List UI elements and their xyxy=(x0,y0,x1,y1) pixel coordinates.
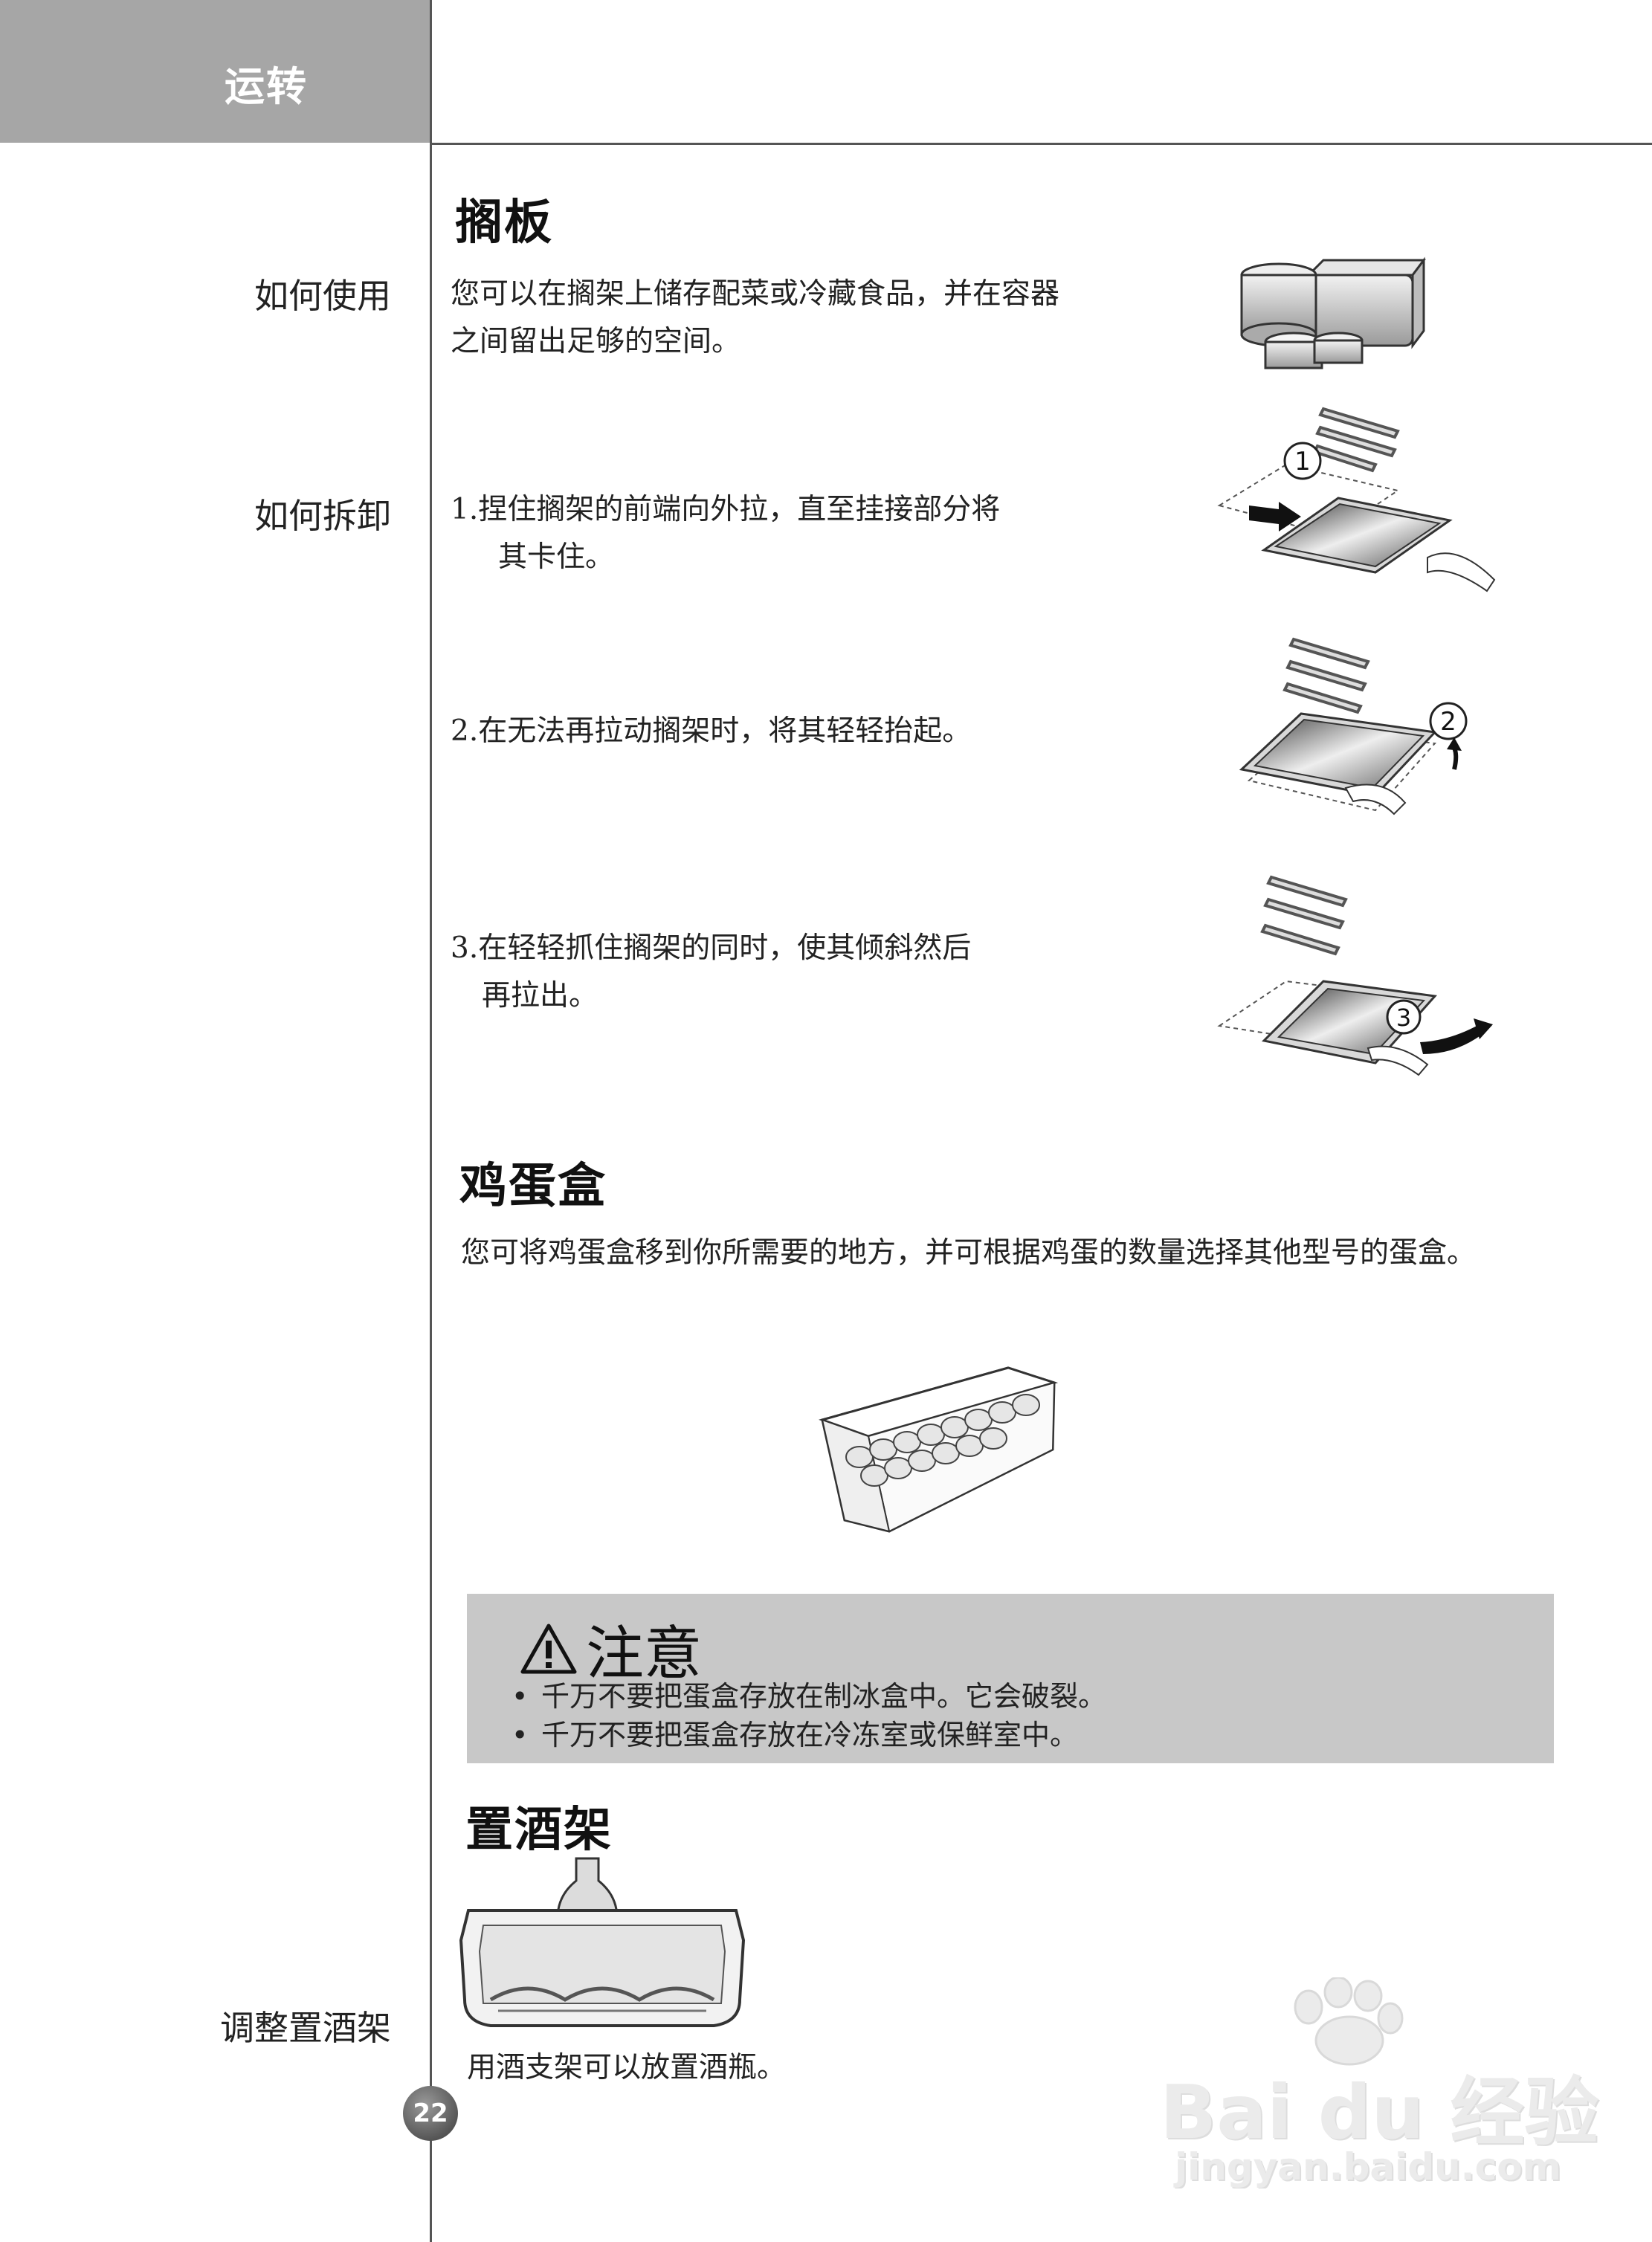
wine-rack-illustration xyxy=(459,1857,746,2027)
side-label-how-to-use: 如何使用 xyxy=(254,276,391,316)
caution-title: 注意 xyxy=(520,1607,702,1690)
section-tab-label: 运转 xyxy=(225,63,308,110)
watermark-brand: Bai du 经验 xyxy=(1160,2069,1599,2156)
caution-box: 注意 千万不要把蛋盒存放在制冰盒中。它会破裂。 千万不要把蛋盒存放在冷冻室或保鲜… xyxy=(467,1594,1554,1763)
step-1-marker: 1 xyxy=(1294,447,1311,476)
shelf-step-1-line-2: 其卡住。 xyxy=(498,540,615,574)
side-label-adjust-wine-rack: 调整置酒架 xyxy=(220,2008,391,2048)
header-rule xyxy=(430,143,1652,145)
step-3-marker: 3 xyxy=(1396,1004,1411,1032)
page-number: 22 xyxy=(403,2086,458,2141)
shelf-step-3-line-2: 再拉出。 xyxy=(482,979,598,1012)
vertical-divider xyxy=(430,0,432,2242)
shelf-step-1-line-1: 1.捏住搁架的前端向外拉，直至挂接部分将 xyxy=(451,493,1001,526)
shelf-step-3-line-1: 3.在轻轻抓住搁架的同时，使其倾斜然后 xyxy=(451,931,972,965)
shelf-step-2-illustration: 2 xyxy=(1239,637,1468,815)
side-label-how-to-remove: 如何拆卸 xyxy=(254,496,391,536)
caution-item: 千万不要把蛋盒存放在冷冻室或保鲜室中。 xyxy=(512,1716,1106,1754)
caution-title-text: 注意 xyxy=(586,1621,703,1687)
step-2-marker: 2 xyxy=(1440,707,1456,737)
caution-item: 千万不要把蛋盒存放在制冰盒中。它会破裂。 xyxy=(512,1677,1106,1716)
shelf-usage-line-2: 之间留出足够的空间。 xyxy=(451,325,741,358)
food-containers-illustration xyxy=(1240,256,1426,369)
wine-rack-heading: 置酒架 xyxy=(465,1803,613,1858)
shelf-heading: 搁板 xyxy=(455,196,553,251)
egg-box-description: 您可将鸡蛋盒移到你所需要的地方，并可根据鸡蛋的数量选择其他型号的蛋盒。 xyxy=(461,1236,1477,1270)
section-tab: 运转 xyxy=(0,0,432,143)
shelf-usage-line-1: 您可以在搁架上储存配菜或冷藏食品，并在容器 xyxy=(451,277,1060,311)
egg-box-heading: 鸡蛋盒 xyxy=(459,1159,607,1214)
shelf-step-2: 2.在无法再拉动搁架时，将其轻轻抬起。 xyxy=(451,708,971,755)
shelf-step-1-illustration: 1 xyxy=(1217,407,1496,592)
warning-triangle-icon xyxy=(520,1624,577,1674)
watermark-url: jingyan.baidu.com xyxy=(1175,2145,1561,2188)
shelf-step-2-line-1: 2.在无法再拉动搁架时，将其轻轻抬起。 xyxy=(451,714,972,748)
caution-item-text: 千万不要把蛋盒存放在冷冻室或保鲜室中。 xyxy=(541,1719,1079,1751)
shelf-step-3-illustration: 3 xyxy=(1217,875,1493,1076)
shelf-step-1: 1.捏住搁架的前端向外拉，直至挂接部分将 其卡住。 xyxy=(451,486,1000,581)
baidu-watermark: Bai du 经验 jingyan.baidu.com xyxy=(1160,1977,1598,2208)
egg-box-illustration xyxy=(819,1366,1059,1533)
shelf-step-3: 3.在轻轻抓住搁架的同时，使其倾斜然后 再拉出。 xyxy=(451,925,971,1020)
paw-icon xyxy=(1294,1977,1404,2066)
shelf-usage-text: 您可以在搁架上储存配菜或冷藏食品，并在容器 之间留出足够的空间。 xyxy=(451,271,1059,366)
wine-rack-caption: 用酒支架可以放置酒瓶。 xyxy=(467,2051,787,2084)
caution-list: 千万不要把蛋盒存放在制冰盒中。它会破裂。 千万不要把蛋盒存放在冷冻室或保鲜室中。 xyxy=(512,1677,1106,1754)
caution-item-text: 千万不要把蛋盒存放在制冰盒中。它会破裂。 xyxy=(541,1680,1107,1713)
